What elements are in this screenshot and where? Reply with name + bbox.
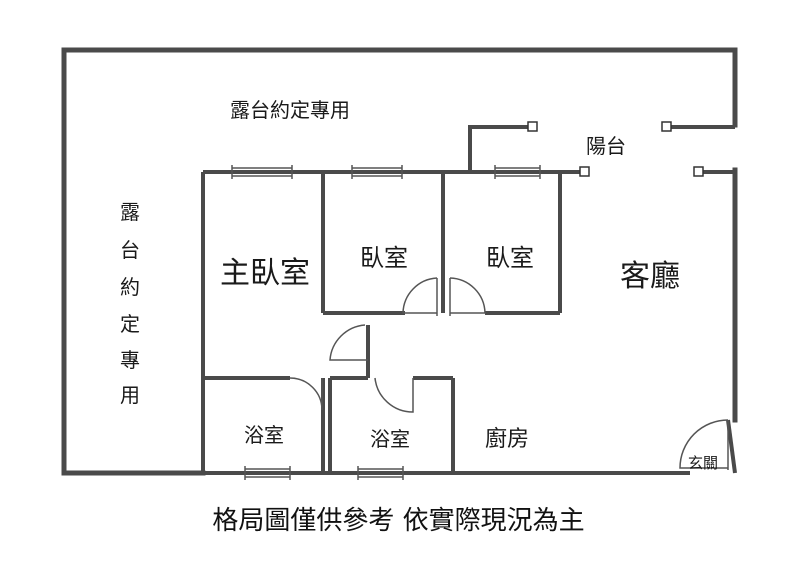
terrace-left-char: 露 [120, 200, 140, 224]
bedroom-2-label: 臥室 [486, 244, 534, 272]
terrace-top-label: 露台約定專用 [230, 98, 350, 122]
entrance-label: 玄關 [688, 454, 718, 472]
wall-end-markers [527, 121, 704, 177]
interior-walls [201, 125, 737, 475]
bedroom-1-label: 臥室 [360, 244, 408, 272]
master-bedroom-label: 主臥室 [220, 256, 310, 291]
terrace-left-char: 用 [120, 383, 140, 407]
outer-walls [61, 47, 738, 476]
windows [231, 165, 541, 480]
terrace-left-char: 定 [120, 312, 140, 336]
door-swings [289, 277, 729, 470]
terrace-left-char: 約 [120, 275, 140, 299]
balcony-label: 陽台 [586, 134, 626, 158]
terrace-left-char: 專 [120, 348, 140, 372]
disclaimer-caption: 格局圖僅供參考 依實際現況為主 [212, 506, 585, 536]
terrace-left-label: 露 台 約 定 專 用 [120, 200, 140, 407]
bathroom-1-label: 浴室 [244, 423, 284, 447]
bathroom-2-label: 浴室 [370, 427, 410, 451]
terrace-left-char: 台 [120, 238, 140, 262]
kitchen-label: 廚房 [485, 427, 529, 452]
living-room-label: 客廳 [620, 259, 680, 294]
